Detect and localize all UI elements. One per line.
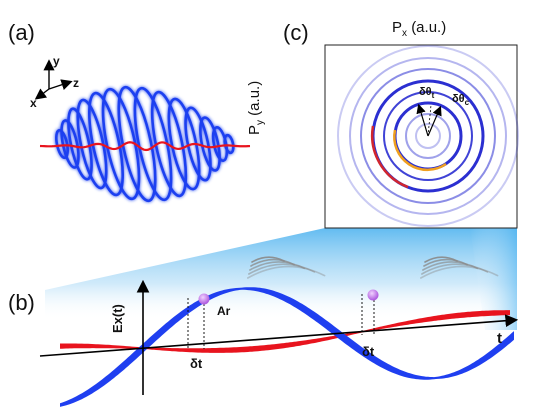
bright-outer-arc [370,125,409,189]
time-axis-label: t [497,330,502,347]
delay-label-2: δt [362,344,375,359]
helix-loop [88,91,124,197]
bright-ring-arc [393,129,447,172]
red-field-ribbon [60,310,510,353]
wave-arc [421,263,489,275]
px-axis-label: Px (a.u.) [392,19,446,39]
light-beam-edge [470,228,517,330]
px-unit: (a.u.) [411,19,447,36]
px-subscript: x [402,28,408,39]
momentum-ring [383,91,473,181]
helix-loop [150,90,188,198]
field-axis-label: Ex(t) [110,304,125,333]
momentum-ring [360,68,496,204]
panel-label-b: (b) [8,290,35,315]
momentum-ring [405,113,451,159]
py-subscript: y [255,119,266,125]
angle-label-t: δθt [419,86,435,101]
panel-label-a: (a) [8,20,35,45]
py-axis-label: Py (a.u.) [246,25,266,135]
delay-guides [187,294,375,350]
light-beam [45,228,517,320]
py-symbol: P [246,124,263,135]
axis-label-z: z [73,76,79,90]
momentum-ring [415,123,441,149]
helix-loop [223,133,235,155]
angle-arrow-c [427,105,442,137]
argon-atom-1 [198,293,210,305]
photoelectron-waves [247,256,499,279]
momentum-ring [349,57,507,215]
atom-label: Ar [217,304,231,318]
argon-atom-2 [367,289,379,301]
momentum-ring [337,45,519,227]
delay-label-1: δt [190,356,203,371]
angle-arrow-t [416,103,429,137]
panel-label-c: (c) [283,20,309,45]
detector-image [324,44,519,229]
helical-pulse [55,85,235,203]
time-axis [39,314,519,357]
angle-reference [427,104,432,137]
helix-loop [117,85,157,203]
wave-arc [420,265,499,279]
py-unit: (a.u.) [246,80,263,116]
coordinate-axes [34,59,73,100]
angle-label-c: δθc [452,93,470,108]
pulse-field-line [39,141,251,152]
wave-arc [247,265,326,279]
axis-label-x: x [30,96,37,110]
px-symbol: P [392,19,403,36]
wave-arc [248,263,316,275]
axis-label-y: y [53,54,60,68]
